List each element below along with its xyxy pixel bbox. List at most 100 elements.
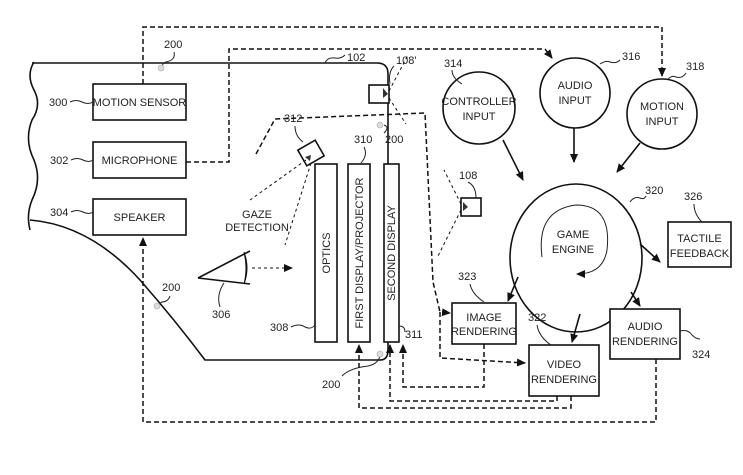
motion-input-label-line2: INPUT — [646, 116, 679, 128]
audio-input-label-line1: AUDIO — [558, 80, 593, 92]
leader-302 — [70, 158, 94, 162]
gaze-detection-label-line2: DETECTION — [225, 222, 289, 234]
optics-label: OPTICS — [321, 233, 333, 274]
speaker-block: SPEAKER — [92, 198, 187, 236]
tactile-feedback-label-line2: FEEDBACK — [670, 248, 730, 260]
leader-200-center — [383, 124, 388, 134]
leader-108-prime — [389, 65, 395, 85]
ref-306: 306 — [212, 309, 230, 321]
ref-308: 308 — [270, 322, 288, 334]
leader-311 — [398, 325, 406, 333]
controller-input-label-line2: INPUT — [463, 111, 496, 123]
ref-300: 300 — [49, 97, 67, 109]
motion-to-engine-arrow — [616, 142, 641, 173]
controller-input-node — [442, 71, 516, 145]
engine-to-video-arrow — [570, 313, 581, 343]
engine-to-audio-arrow — [630, 291, 641, 307]
audio-rendering-to-speaker — [139, 237, 657, 423]
ref-318: 318 — [686, 61, 704, 73]
leader-320 — [629, 195, 647, 203]
front-camera-fov — [388, 54, 409, 125]
gaze-camera-fov — [249, 159, 312, 246]
ref-314: 314 — [444, 58, 462, 70]
ref-316: 316 — [622, 51, 640, 63]
gaze-camera — [296, 139, 326, 167]
leader-108 — [467, 181, 477, 199]
leader-306 — [218, 282, 225, 308]
optics-panel — [314, 163, 338, 343]
ref-311: 311 — [405, 329, 423, 341]
eye-icon — [197, 250, 251, 285]
leader-200-top — [161, 51, 175, 69]
ref-304: 304 — [50, 207, 68, 219]
motion-sensor-block: MOTION SENSOR — [92, 83, 187, 121]
audio-rendering-label-line2: RENDERING — [612, 336, 678, 348]
game-engine-label-line1: GAME — [557, 229, 589, 241]
leader-323 — [469, 283, 485, 303]
tactile-feedback-label-line1: TACTILE — [677, 233, 721, 245]
leader-304 — [70, 210, 94, 214]
speaker-label: SPEAKER — [114, 212, 166, 224]
leader-200-bottom — [341, 355, 381, 377]
microphone-to-audio-input — [186, 48, 553, 163]
ref-323: 323 — [458, 271, 476, 283]
audio-rendering-block — [609, 308, 681, 360]
motion-sensor-label: MOTION SENSOR — [93, 97, 187, 109]
ref-108-prime: 108' — [396, 55, 416, 67]
ref-108: 108 — [459, 170, 477, 182]
gaze-to-image-rendering — [255, 112, 451, 317]
motion-sensor-to-motion-input — [142, 26, 666, 84]
image-rendering-label-line2: RENDERING — [451, 326, 517, 338]
ref-320: 320 — [645, 185, 663, 197]
ref-200-top: 200 — [164, 39, 182, 51]
camera-lens-icon — [305, 155, 311, 161]
game-engine-node — [509, 183, 643, 333]
leader-102 — [324, 54, 346, 64]
engine-loop-arrow — [540, 204, 609, 278]
camera-lens-icon — [383, 88, 388, 98]
tactile-feedback-block — [667, 221, 732, 268]
ref-322: 322 — [528, 312, 546, 324]
engine-to-tactile-arrow — [639, 243, 661, 263]
leader-312 — [294, 125, 304, 143]
external-camera-fov — [436, 169, 462, 259]
point-marker — [157, 64, 165, 72]
ref-326: 326 — [684, 191, 702, 203]
leader-300 — [69, 100, 94, 104]
ref-200-center: 200 — [385, 134, 403, 146]
second-display-panel — [383, 163, 400, 343]
second-display-label: SECOND DISPLAY — [386, 204, 398, 300]
video-rendering-block — [528, 344, 600, 397]
first-display-panel — [347, 163, 371, 343]
point-marker — [376, 121, 384, 129]
ref-102: 102 — [347, 52, 365, 64]
game-engine-label-line2: ENGINE — [552, 244, 594, 256]
ref-200-bottom: 200 — [322, 379, 340, 391]
ref-310: 310 — [354, 134, 372, 146]
video-rendering-label-line2: RENDERING — [531, 374, 597, 386]
leader-314 — [451, 69, 463, 85]
point-marker — [153, 302, 161, 310]
controller-to-engine-arrow — [502, 139, 524, 181]
image-to-second-display — [399, 344, 485, 388]
audio-rendering-label-line1: AUDIO — [628, 321, 663, 333]
leader-316 — [599, 59, 621, 65]
motion-input-node — [626, 78, 698, 150]
camera-lens-icon — [463, 202, 468, 211]
ref-200-left: 200 — [162, 282, 180, 294]
leader-326 — [693, 203, 703, 223]
leader-324 — [679, 330, 701, 340]
hmd-outline — [27, 61, 389, 361]
image-rendering-block — [451, 302, 517, 345]
ref-324: 324 — [692, 349, 710, 361]
ref-302: 302 — [50, 155, 68, 167]
image-rendering-label-line1: IMAGE — [466, 312, 501, 324]
leader-310 — [360, 146, 366, 164]
microphone-block: MICROPHONE — [92, 141, 187, 179]
video-to-second-display — [386, 344, 558, 402]
point-marker — [376, 350, 384, 358]
motion-input-label-line1: MOTION — [640, 101, 684, 113]
controller-input-label-line1: CONTROLLER — [441, 96, 516, 108]
engine-to-image-arrow — [507, 276, 519, 302]
